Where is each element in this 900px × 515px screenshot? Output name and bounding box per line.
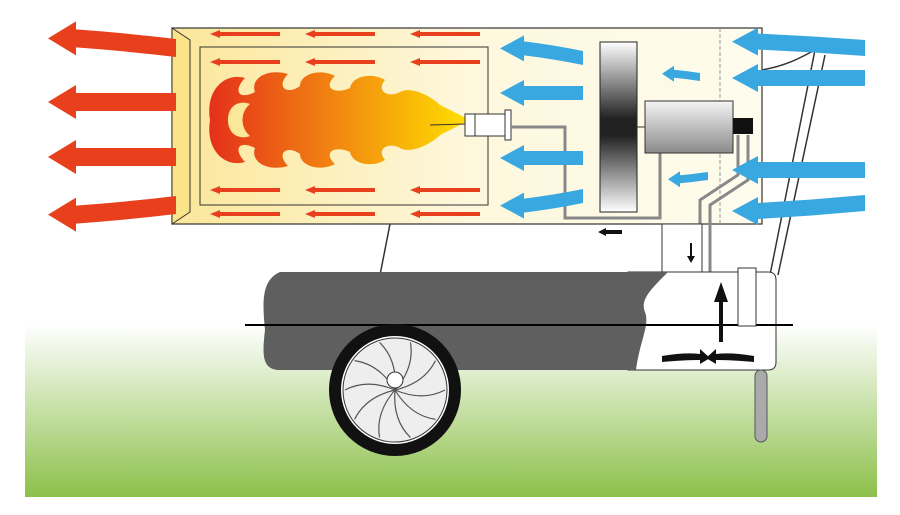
wheel-spoke (394, 389, 411, 438)
outlet-cone (171, 27, 191, 225)
cold-air-flow-arrow-icon (662, 65, 700, 82)
wheel-spoke (344, 383, 396, 391)
fan-icon (599, 41, 645, 213)
wheel-icon (329, 324, 461, 456)
flame-icon (209, 72, 471, 168)
cold-air-flow-arrow-icon (500, 35, 583, 65)
hot-air-flow-arrow-icon (410, 58, 480, 66)
motor-icon (644, 100, 753, 154)
hot-air-arrow-icon (48, 85, 176, 119)
hot-air-flow-arrow-icon (210, 210, 280, 218)
cold-air-flow-arrow-icon (668, 171, 708, 188)
wheel-spoke (394, 360, 436, 391)
fuel-up-arrow-icon (714, 282, 728, 342)
hot-air-flow-arrow-icon (305, 186, 375, 194)
wheel-spoke (354, 389, 396, 420)
flow-direction-arrow-icon (598, 228, 622, 236)
wheel-spoke (394, 389, 446, 397)
bracket (661, 223, 703, 273)
flame-core (228, 102, 250, 138)
hot-air-flow-arrow-icon (210, 58, 280, 66)
hot-air-flow-arrow-icon (305, 210, 375, 218)
support-strut (379, 223, 391, 276)
cold-air-arrow-icon (732, 195, 865, 225)
cold-air-flow-arrow-icon (500, 80, 583, 106)
support-leg (754, 369, 768, 443)
nozzle-icon (429, 109, 512, 141)
hot-air-flow-arrow-icon (210, 186, 280, 194)
cold-air-flow-arrow-icon (500, 145, 583, 171)
filler-cap (737, 267, 757, 327)
down-flow-arrow-icon (687, 243, 695, 263)
hot-air-flow-arrow-icon (410, 210, 480, 218)
hot-air-flow-arrow-icon (305, 30, 375, 38)
hot-air-flow-arrow-icon (305, 58, 375, 66)
hot-air-flow-arrow-icon (410, 30, 480, 38)
hot-air-arrow-icon (48, 196, 176, 232)
cold-air-arrow-icon (732, 64, 865, 92)
hot-air-flow-arrow-icon (210, 30, 280, 38)
cold-air-arrow-icon (732, 27, 865, 56)
fuel-intake-arrow-left-icon (662, 349, 710, 364)
wheel-spoke (378, 389, 396, 438)
hot-air-arrow-icon (48, 21, 176, 57)
cold-air-arrow-icon (732, 156, 865, 184)
hot-air-arrow-icon (48, 140, 176, 174)
fuel-tank (263, 272, 668, 370)
cold-air-flow-arrow-icon (500, 189, 583, 219)
fuel-intake-arrow-right-icon (706, 349, 754, 364)
wheel-spoke (394, 389, 436, 420)
hot-air-flow-arrow-icon (410, 186, 480, 194)
